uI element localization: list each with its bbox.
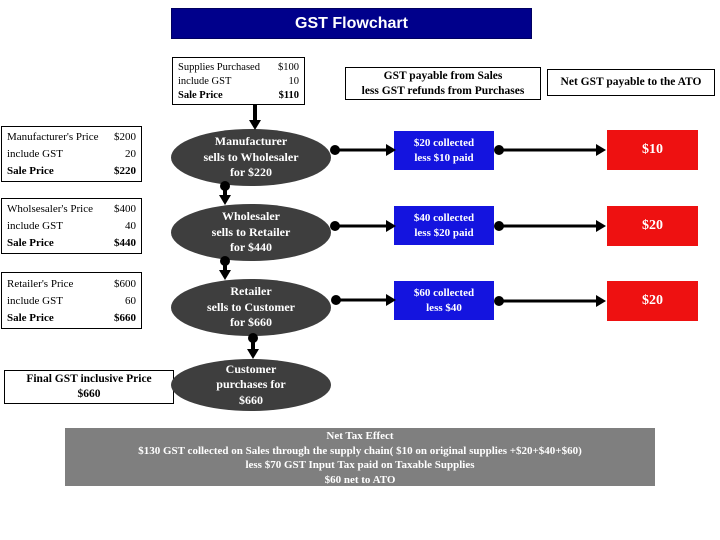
header-line: GST payable from Sales <box>383 70 503 83</box>
net-payable-box-1: $10 <box>607 130 698 170</box>
gst-collected-box-3: $60 collected less $40 <box>394 281 494 320</box>
gst-collected-line: less $20 paid <box>414 226 474 239</box>
price-row: Sale Price $220 <box>7 165 136 177</box>
header-net-gst: Net GST payable to the ATO <box>547 69 715 96</box>
step-line: for $660 <box>229 315 273 330</box>
step-line: Retailer <box>230 284 272 299</box>
price-label: include GST <box>7 294 63 307</box>
gst-collected-line: less $40 <box>426 301 462 314</box>
net-payable-value: $20 <box>642 293 663 308</box>
supplies-purchased-box: Supplies Purchased $100 include GST 10 S… <box>172 57 305 105</box>
retailer-price-box: Retailer's Price $600 include GST 60 Sal… <box>1 272 142 329</box>
net-payable-box-2: $20 <box>607 206 698 246</box>
price-value: $100 <box>278 61 299 73</box>
price-label: include GST <box>7 219 63 232</box>
step-manufacturer-sells: Manufacturer sells to Wholesaler for $22… <box>171 129 331 186</box>
step-customer-purchases: Customer purchases for $660 <box>171 359 331 411</box>
net-tax-line: $130 GST collected on Sales through the … <box>138 444 582 457</box>
step-line: $660 <box>239 392 263 407</box>
price-value: $600 <box>114 277 136 290</box>
step-retailer-sells: Retailer sells to Customer for $660 <box>171 279 331 336</box>
final-gst-price-box: Final GST inclusive Price $660 <box>4 370 174 404</box>
step-line: sells to Customer <box>207 299 295 314</box>
price-row: Sale Price $110 <box>178 90 299 101</box>
gst-collected-line: $60 collected <box>413 287 475 300</box>
final-price-value: $660 <box>77 388 101 400</box>
gst-collected-line: less $10 paid <box>414 151 474 164</box>
net-tax-effect-block: Net Tax Effect $130 GST collected on Sal… <box>65 428 655 486</box>
step-line: for $440 <box>229 240 273 255</box>
price-row: Manufacturer's Price $200 <box>7 131 136 143</box>
step-wholesaler-sells: Wholesaler sells to Retailer for $440 <box>171 204 331 261</box>
price-value: $440 <box>114 236 136 249</box>
price-row: Wholsesaler's Price $400 <box>7 203 136 215</box>
price-value: 10 <box>288 75 300 87</box>
price-value: $110 <box>278 89 299 101</box>
net-payable-value: $10 <box>642 142 663 157</box>
header-gst-payable: GST payable from Sales less GST refunds … <box>345 67 541 100</box>
step-line: Manufacturer <box>214 134 288 149</box>
price-row: include GST 10 <box>178 76 299 87</box>
step-line: sells to Retailer <box>211 224 291 239</box>
price-label: Sale Price <box>178 89 223 101</box>
step-line: for $220 <box>229 165 273 180</box>
price-label: Manufacturer's Price <box>7 131 99 144</box>
price-label: Wholsesaler's Price <box>7 203 93 216</box>
price-value: 60 <box>125 294 136 307</box>
net-tax-line: $60 net to ATO <box>324 473 396 486</box>
price-label: Sale Price <box>7 311 54 324</box>
step-line: Customer <box>225 361 277 376</box>
price-value: 20 <box>125 147 136 160</box>
net-tax-line: less $70 GST Input Tax paid on Taxable S… <box>245 459 475 471</box>
price-label: Sale Price <box>7 164 54 177</box>
price-row: Retailer's Price $600 <box>7 278 136 290</box>
price-label: include GST <box>178 75 232 87</box>
price-label: Sale Price <box>7 236 54 249</box>
header-line: less GST refunds from Purchases <box>361 84 525 97</box>
net-payable-box-3: $20 <box>607 281 698 321</box>
price-value: $220 <box>114 164 136 177</box>
price-label: Retailer's Price <box>7 277 74 290</box>
gst-collected-line: $40 collected <box>413 212 475 225</box>
price-value: $660 <box>114 311 136 324</box>
net-payable-value: $20 <box>642 218 663 233</box>
price-row: include GST 20 <box>7 148 136 160</box>
price-row: Sale Price $440 <box>7 237 136 249</box>
header-line: Net GST payable to the ATO <box>560 76 702 89</box>
final-price-label: Final GST inclusive Price <box>26 373 152 386</box>
price-value: 40 <box>125 219 136 232</box>
step-line: Wholesaler <box>222 209 280 224</box>
price-row: Supplies Purchased $100 <box>178 62 299 73</box>
price-value: $200 <box>114 131 136 144</box>
price-row: Sale Price $660 <box>7 312 136 324</box>
gst-collected-box-2: $40 collected less $20 paid <box>394 206 494 245</box>
step-line: purchases for <box>216 377 286 392</box>
gst-collected-line: $20 collected <box>413 137 475 150</box>
page-title: GST Flowchart <box>171 8 532 39</box>
gst-collected-box-1: $20 collected less $10 paid <box>394 131 494 170</box>
price-label: include GST <box>7 147 63 160</box>
price-value: $400 <box>114 203 136 216</box>
manufacturer-price-box: Manufacturer's Price $200 include GST 20… <box>1 126 142 182</box>
net-tax-line: Net Tax Effect <box>326 430 394 442</box>
price-row: include GST 60 <box>7 295 136 307</box>
step-line: sells to Wholesaler <box>203 149 299 164</box>
price-row: include GST 40 <box>7 220 136 232</box>
wholesaler-price-box: Wholsesaler's Price $400 include GST 40 … <box>1 198 142 254</box>
price-label: Supplies Purchased <box>178 61 260 73</box>
